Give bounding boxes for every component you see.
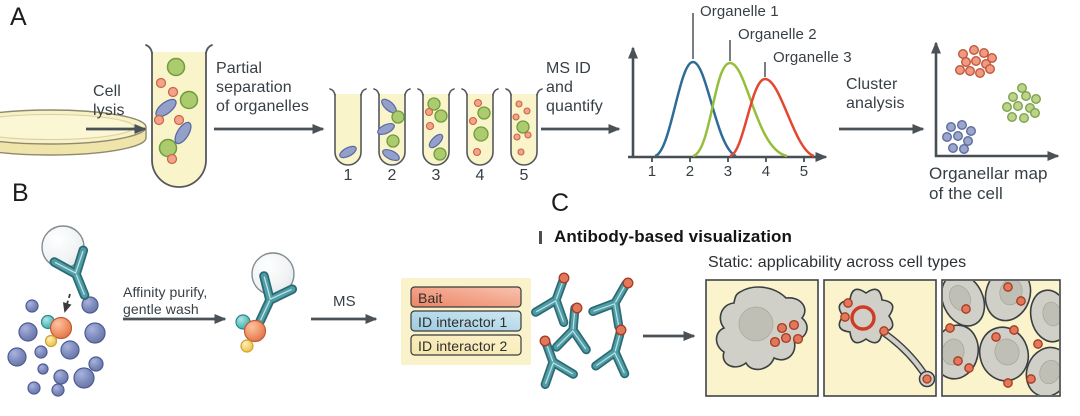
scatter-plot [931,41,1060,161]
interactor2-swatch [410,334,522,356]
fraction-tubes [329,88,543,166]
nuclei [943,281,1059,385]
fraction-tube-1 [329,88,367,166]
profile-tick-1: 1 [647,163,657,180]
fraction-label-5: 5 [519,167,529,184]
lysate-organelles [153,57,199,165]
profile-tick-4: 4 [761,163,771,180]
cluster-analysis-label: Cluster analysis [846,76,905,112]
stained-puncta [945,282,1043,388]
legend-interactor1-label: ID interactor 1 [418,314,508,330]
cell-image-1 [705,279,819,397]
stained-ring [850,305,876,331]
fraction-label-1: 1 [343,167,353,184]
profile-tick-2: 2 [685,163,695,180]
legend-bait-label: Bait [418,290,443,306]
partial-separation-label: Partial separation of organelles [216,60,309,115]
cluster-blue [942,119,977,154]
interactor1-swatch [410,310,522,332]
organellar-map-caption: Organellar map of the cell [929,164,1048,204]
bait-sphere [243,319,267,343]
panel-a-label: A [10,3,27,31]
bait-swatch [410,286,522,308]
organelle-1-label: Organelle 1 [700,3,779,20]
organelle-2-label: Organelle 2 [738,26,817,43]
profile-tick-5: 5 [799,163,809,180]
legend-interactor2-label: ID interactor 2 [418,338,508,354]
organelle-3-label: Organelle 3 [773,49,852,66]
profile-tick-3: 3 [723,163,733,180]
lysate-tube [145,44,213,188]
purified-complex [235,252,294,353]
interactor2-sphere [44,334,58,348]
static-caption: Static: applicability across cell types [708,254,967,271]
labeled-antibodies [531,273,638,384]
cluster-green [1002,82,1041,123]
profile-chart [628,13,828,162]
interactor2-sphere [240,339,254,353]
fraction-label-4: 4 [475,167,485,184]
ms-id-label: MS ID and quantify [546,60,603,115]
stained-puncta [840,298,932,384]
profile-chart-ticks [651,157,805,162]
binding-dashed-arrow [62,293,72,313]
organelle-3-curve [729,77,815,158]
affinity-purify-label: Affinity purify, gentle wash [123,284,208,317]
nucleus [738,306,774,342]
ms-result-legend [401,278,531,365]
nonspecific-proteins [7,296,106,397]
cluster-red [955,45,998,78]
ms-label: MS [333,293,356,310]
fraction-tube-5 [505,88,543,166]
fraction-tube-2 [373,88,411,166]
fluorescent-label-dots [539,272,634,347]
bait-sphere [49,316,73,340]
fraction-label-3: 3 [431,167,441,184]
organelle-2-curve [692,61,788,158]
cell-image-3 [941,279,1061,397]
fraction-tube-4 [461,88,499,166]
panel-c-label: C [551,189,570,217]
cell-lysis-label: Cell lysis [93,83,125,119]
antibody-visualization-heading: Antibody-based visualization [554,227,792,246]
cell-image-2 [823,279,937,397]
protein-mixture [7,296,106,397]
stained-puncta [769,319,804,348]
curve-label-leader-lines [692,13,766,77]
fraction-label-2: 2 [387,167,397,184]
fraction-tube-3 [417,88,455,166]
antibody-bead-probe [41,225,99,313]
petri-dish [0,109,147,156]
organelle-1-curve [654,60,737,158]
edge-artifact-mark [539,231,542,244]
panel-b-label: B [12,179,29,207]
